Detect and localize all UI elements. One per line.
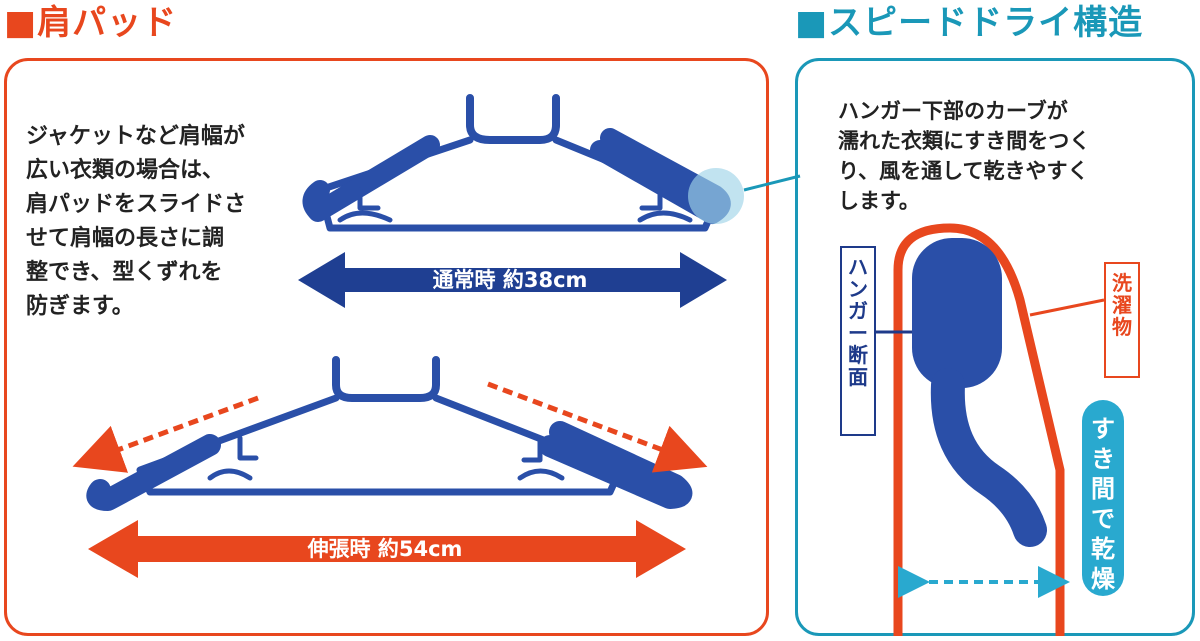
highlight-circle (688, 168, 744, 224)
hanger-extended-illustration (86, 356, 693, 511)
label-char: 面 (848, 365, 868, 389)
gap-dry-label: す き 間 で 乾 燥 (1082, 400, 1124, 596)
hanger-normal-illustration (302, 94, 731, 232)
desc-line: り、風を通して乾きやすく (838, 159, 1089, 183)
speed-dry-description: ハンガー下部のカーブが 濡れた衣類にすき間をつく り、風を通して乾きやすく しま… (838, 96, 1178, 216)
label-char: ガ (848, 299, 868, 323)
normal-width-label: 通常時 約38cm (432, 268, 588, 292)
desc-line: 防ぎます。 (26, 294, 134, 319)
extend-left-dashed-arrow (72, 395, 259, 473)
shoulder-pad-description: ジャケットなど肩幅が 広い衣類の場合は、 肩パッドをスライドさ せて肩幅の長さに… (26, 120, 286, 324)
label-char: 間 (1091, 475, 1115, 503)
label-char: ー (848, 321, 868, 345)
label-char: 燥 (1091, 565, 1115, 593)
speed-dry-heading: ■スピードドライ構造 (795, 3, 1144, 43)
label-char: 乾 (1091, 535, 1115, 563)
label-char: ン (848, 277, 868, 301)
desc-line: ハンガー下部のカーブが (838, 99, 1068, 123)
label-char: き (1091, 445, 1115, 473)
cross-section-diagram (868, 223, 1105, 636)
desc-line: 広い衣類の場合は、 (26, 158, 225, 183)
extended-width-label: 伸張時 約54cm (307, 537, 463, 561)
hanger-cross-section-label: ハ ン ガ ー 断 面 (840, 246, 876, 436)
label-char: 洗 (1112, 271, 1132, 295)
desc-line: せて肩幅の長さに調 (26, 226, 225, 251)
label-char: で (1091, 505, 1115, 533)
shoulder-pad-heading: ■肩パッド (4, 3, 178, 43)
label-char: ハ (848, 255, 868, 279)
desc-line: 肩パッドをスライドさ (26, 192, 247, 217)
desc-line: します。 (838, 189, 920, 213)
callout-connector-line (743, 174, 801, 192)
normal-width-arrow (298, 252, 727, 308)
label-char: 物 (1112, 315, 1132, 339)
laundry-label: 洗 濯 物 (1104, 262, 1140, 378)
label-char: 断 (848, 343, 868, 367)
label-char: す (1091, 415, 1115, 443)
desc-line: 濡れた衣類にすき間をつく (838, 129, 1091, 153)
extend-right-dashed-arrow (487, 381, 708, 473)
desc-line: ジャケットなど肩幅が (26, 124, 245, 149)
desc-line: 整でき、型くずれを (26, 260, 223, 285)
label-char: 濯 (1112, 293, 1132, 317)
extended-width-arrow (88, 520, 686, 578)
